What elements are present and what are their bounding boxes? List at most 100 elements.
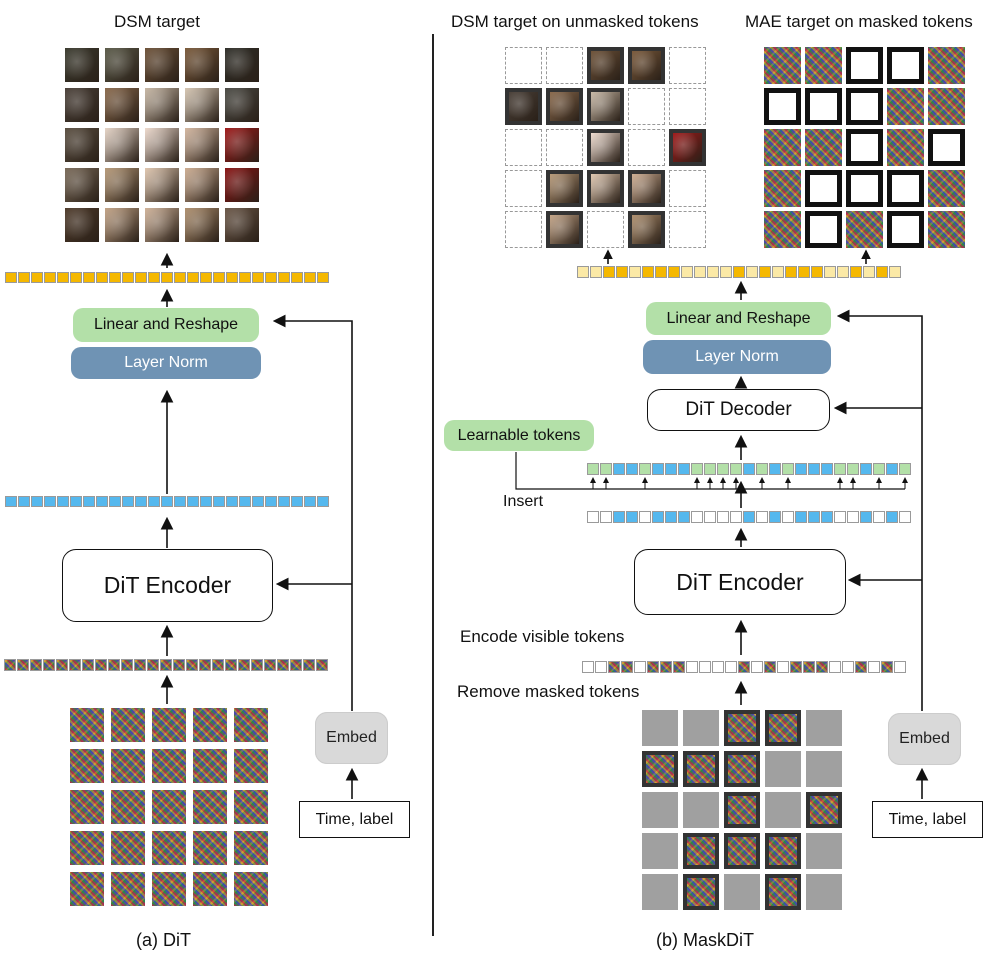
empty-patch [669,170,706,207]
encoder-token [756,511,768,523]
noise-patch [234,831,268,865]
encoder-token [730,511,742,523]
dit-encoder-output-token-row [5,496,330,507]
output-token [876,266,888,278]
output-token [83,272,95,283]
encoder-token [252,496,264,507]
photo-patch [185,128,219,162]
photo-patch [105,128,139,162]
maskdit-caption: (b) MaskDiT [656,930,754,950]
input-token [147,659,159,671]
encoder-token [704,511,716,523]
output-token [213,272,225,283]
photo-patch [105,48,139,82]
encoder-token [304,496,316,507]
photo-patch [65,208,99,242]
photo-patch [185,48,219,82]
output-token [811,266,823,278]
visible-token [790,661,802,673]
output-token [733,266,745,278]
decoder-input-token [704,463,716,475]
photo-patch [145,48,179,82]
output-token [577,266,589,278]
masked-gray-patch [642,874,678,910]
encoder-token [5,496,17,507]
decoder-input-token [639,463,651,475]
input-token [17,659,29,671]
dit-output-token-row [5,272,330,283]
photo-patch [65,168,99,202]
visible-noise-patch [765,833,801,869]
insert-label: Insert [503,493,544,510]
input-token [30,659,42,671]
empty-patch [628,88,665,125]
encoder-token [57,496,69,507]
output-token [889,266,901,278]
input-token [290,659,302,671]
decoder-input-token [678,463,690,475]
maskdit-embed-box: Embed [888,713,961,765]
photo-patch [225,88,259,122]
dsm-photo-patch [628,170,665,207]
photo-patch [145,128,179,162]
encoder-token [613,511,625,523]
input-token [4,659,16,671]
encoder-token [886,511,898,523]
photo-patch [65,48,99,82]
visible-noise-patch [765,874,801,910]
encoder-token [44,496,56,507]
maskdit-masked-input-grid [642,710,842,910]
mae-noise-patch [764,129,801,166]
decoder-input-token [587,463,599,475]
mae-empty-outline [846,47,883,84]
output-token [239,272,251,283]
encoder-token [873,511,885,523]
mae-noise-patch [887,129,924,166]
decoder-input-token [795,463,807,475]
mae-empty-outline [928,129,965,166]
mae-empty-outline [846,88,883,125]
output-token [291,272,303,283]
output-token [590,266,602,278]
output-token [252,272,264,283]
input-token [56,659,68,671]
output-token [720,266,732,278]
visible-noise-patch [724,710,760,746]
empty-patch [587,211,624,248]
visible-noise-patch [683,874,719,910]
encoder-token [782,511,794,523]
decoder-input-token [613,463,625,475]
empty-patch [505,129,542,166]
output-token [668,266,680,278]
mae-noise-patch [887,88,924,125]
encoder-token [587,511,599,523]
mae-noise-patch [928,88,965,125]
decoder-input-token [834,463,846,475]
masked-gray-patch [683,710,719,746]
encoder-token [678,511,690,523]
visible-noise-patch [724,792,760,828]
dit-input-token-row [4,659,329,671]
visible-token [894,661,906,673]
empty-patch [546,47,583,84]
output-token [278,272,290,283]
input-token [82,659,94,671]
input-token [238,659,250,671]
noise-patch [193,790,227,824]
decoder-input-token [847,463,859,475]
visible-token [803,661,815,673]
dsm-photo-patch [587,129,624,166]
dsm-photo-patch [546,88,583,125]
encoder-token [278,496,290,507]
maskdit-decoder-input-token-row [587,463,912,475]
encoder-token [239,496,251,507]
masked-gray-patch [806,833,842,869]
output-token [31,272,43,283]
input-token [277,659,289,671]
remove-masked-label: Remove masked tokens [457,682,640,701]
decoder-input-token [652,463,664,475]
visible-token [816,661,828,673]
input-token [199,659,211,671]
encoder-token [860,511,872,523]
encoder-token [691,511,703,523]
